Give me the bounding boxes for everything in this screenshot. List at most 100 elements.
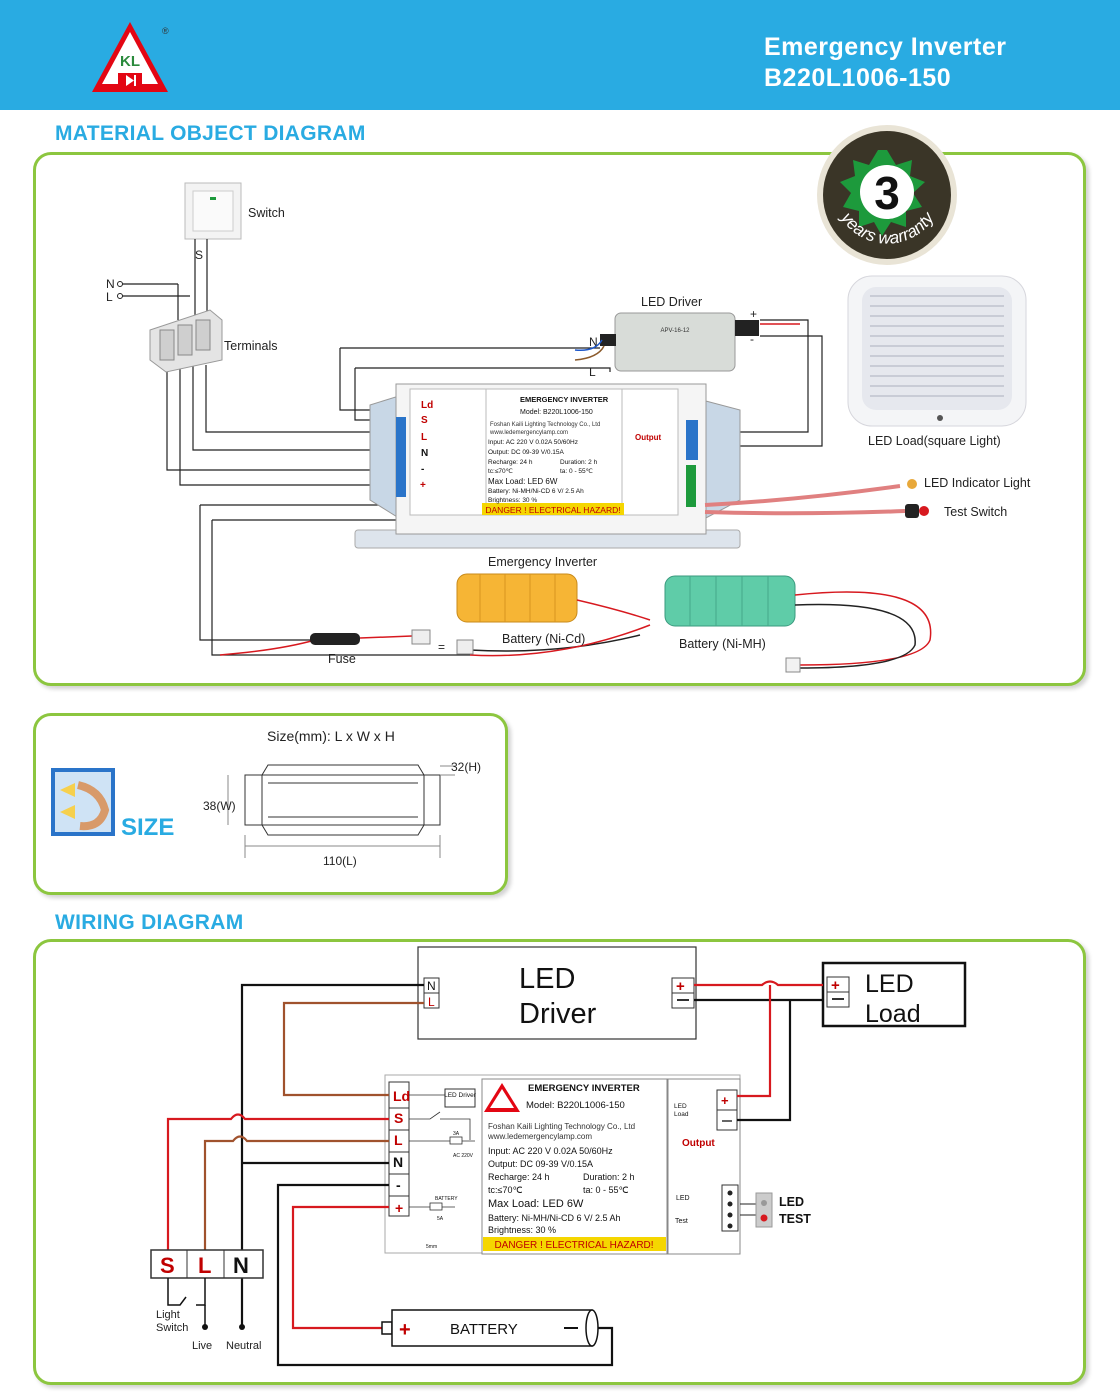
svg-text:Test: Test (675, 1218, 688, 1225)
svg-text:S: S (421, 415, 428, 426)
svg-text:L: L (421, 432, 427, 443)
neutral-label: Neutral (226, 1340, 261, 1352)
section-title-wiring: WIRING DIAGRAM (55, 911, 244, 934)
svg-text:S: S (160, 1253, 175, 1278)
svg-text:Output: Output (682, 1138, 715, 1149)
svg-text:LED Driver: LED Driver (444, 1092, 477, 1099)
svg-text:DANGER ! ELECTRICAL HAZARD!: DANGER ! ELECTRICAL HAZARD! (494, 1240, 653, 1251)
label-switch: Switch (248, 206, 285, 220)
svg-text:LED: LED (674, 1103, 687, 1110)
size-diagram: Size(mm): L x W x H SIZE 32(H) 38(W) 110… (51, 728, 481, 868)
svg-text:=: = (438, 640, 445, 654)
wiring-led-label: LED (779, 1195, 804, 1209)
svg-text:Ld: Ld (393, 1088, 410, 1104)
emergency-inverter-photo: DANGER ! ELECTRICAL HAZARD! EMERGENCY IN… (354, 383, 741, 549)
label-l: L (106, 290, 113, 304)
svg-text:www.ledemergencylamp.com: www.ledemergencylamp.com (487, 1132, 592, 1141)
wiring-driver-l2: Driver (519, 998, 597, 1030)
material-diagram: 3 years warranty Switch S N L (106, 125, 1031, 673)
size-title: Size(mm): L x W x H (267, 728, 395, 744)
terminal-block (149, 309, 223, 373)
svg-text:5mm: 5mm (426, 1244, 437, 1250)
svg-text:Battery: Ni-MH/Ni-CD 6 V/ 2.5: Battery: Ni-MH/Ni-CD 6 V/ 2.5 Ah (488, 1213, 621, 1223)
svg-text:Recharge: 24 h: Recharge: 24 h (488, 1172, 550, 1182)
svg-text:3A: 3A (453, 1131, 460, 1137)
wiring-battery-label: BATTERY (450, 1321, 518, 1338)
svg-text:-: - (396, 1177, 401, 1193)
page-title: Emergency Inverter B220L1006-150 (764, 32, 1006, 94)
label-battery-nimh: Battery (Ni-MH) (679, 637, 766, 651)
svg-text:Output: Output (635, 433, 662, 442)
svg-text:Battery: Ni-MH/Ni-CD 6 V/ 2.5: Battery: Ni-MH/Ni-CD 6 V/ 2.5 Ah (488, 488, 584, 495)
wiring-load-l1: LED (865, 970, 914, 998)
label-test-switch: Test Switch (944, 505, 1007, 519)
battery-nimh-photo (664, 575, 932, 673)
label-driver-n: N (589, 335, 598, 349)
label-led-driver: LED Driver (641, 295, 702, 309)
svg-text:N: N (427, 979, 436, 993)
size-width: 38(W) (203, 799, 236, 813)
svg-text:5A: 5A (437, 1216, 444, 1222)
svg-text:LED: LED (676, 1195, 690, 1202)
svg-text:ta: 0 - 55℃: ta: 0 - 55℃ (560, 468, 594, 475)
svg-text:ta: 0 - 55℃: ta: 0 - 55℃ (583, 1185, 629, 1195)
svg-text:N: N (233, 1253, 249, 1278)
svg-text:www.ledemergencylamp.com: www.ledemergencylamp.com (489, 430, 568, 436)
svg-text:L: L (394, 1132, 403, 1148)
wiring-battery: + BATTERY (381, 1309, 599, 1347)
warranty-badge: 3 years warranty (817, 125, 957, 265)
size-icon (51, 768, 115, 836)
light-switch-label-2: Switch (156, 1322, 188, 1334)
title-line-2: B220L1006-150 (764, 64, 952, 92)
svg-text:Model: B220L1006-150: Model: B220L1006-150 (526, 1100, 625, 1111)
label-s: S (195, 248, 203, 262)
wiring-test-label: TEST (779, 1212, 811, 1226)
svg-text:Foshan Kaili Lighting Technolo: Foshan Kaili Lighting Technology Co., Lt… (488, 1122, 635, 1131)
svg-text:EMERGENCY INVERTER: EMERGENCY INVERTER (520, 395, 609, 404)
svg-text:Input: AC 220 V 0.02A 50/60H: Input: AC 220 V 0.02A 50/60Hz (488, 439, 578, 446)
svg-text:L: L (198, 1253, 211, 1278)
svg-text:Input: AC 220 V 0.02A 50/60H: Input: AC 220 V 0.02A 50/60Hz (488, 1146, 613, 1156)
size-height: 32(H) (451, 760, 481, 774)
kl-logo: KL ® (92, 22, 169, 92)
inverter-outline (227, 764, 455, 858)
wiring-driver-l1: LED (519, 963, 575, 995)
label-plus: + (750, 307, 757, 321)
svg-text:+: + (420, 480, 426, 491)
size-label: SIZE (121, 814, 174, 841)
svg-text:Brightness: 30 %: Brightness: 30 % (488, 1225, 556, 1235)
svg-text:Duration: 2 h: Duration: 2 h (583, 1172, 635, 1182)
svg-text:Recharge: 24 h: Recharge: 24 h (488, 459, 533, 466)
warranty-number: 3 (874, 167, 900, 219)
svg-text:®: ® (162, 26, 169, 36)
size-length: 110(L) (323, 854, 357, 868)
wiring-led-driver-box (417, 946, 697, 1040)
svg-text:EMERGENCY INVERTER: EMERGENCY INVERTER (528, 1083, 640, 1094)
svg-text:APV-16-12: APV-16-12 (660, 328, 690, 334)
led-load-square-light (847, 275, 1027, 427)
led-driver-photo: APV-16-12 (600, 312, 759, 372)
svg-text:tc:≤70℃: tc:≤70℃ (488, 1185, 523, 1195)
wiring-sln-block: S L N (150, 1249, 264, 1279)
label-minus: - (750, 332, 754, 346)
led-test-module (755, 1192, 773, 1228)
svg-text:N: N (393, 1154, 403, 1170)
title-line-1: Emergency Inverter (764, 33, 1007, 61)
svg-text:Duration: 2 h: Duration: 2 h (560, 459, 598, 466)
svg-text:+: + (399, 1319, 411, 1341)
label-driver-l: L (589, 365, 596, 379)
svg-text:-: - (421, 464, 424, 475)
svg-text:BATTERY: BATTERY (435, 1196, 458, 1202)
svg-text:Foshan Kaili Lighting Technolo: Foshan Kaili Lighting Technology Co., Lt… (490, 422, 600, 428)
svg-text:Brightness: 30 %: Brightness: 30 % (488, 497, 537, 504)
label-terminals: Terminals (224, 339, 278, 353)
label-fuse: Fuse (328, 652, 356, 666)
svg-text:+: + (676, 978, 685, 995)
label-led-indicator: LED Indicator Light (924, 476, 1031, 490)
fuse-photo: = (219, 629, 474, 656)
material-wires (120, 239, 823, 656)
live-label: Live (192, 1340, 212, 1352)
label-n: N (106, 277, 115, 291)
svg-text:DANGER ! ELECTRICAL HAZARD!: DANGER ! ELECTRICAL HAZARD! (485, 505, 620, 515)
label-emergency-inverter: Emergency Inverter (488, 555, 597, 569)
